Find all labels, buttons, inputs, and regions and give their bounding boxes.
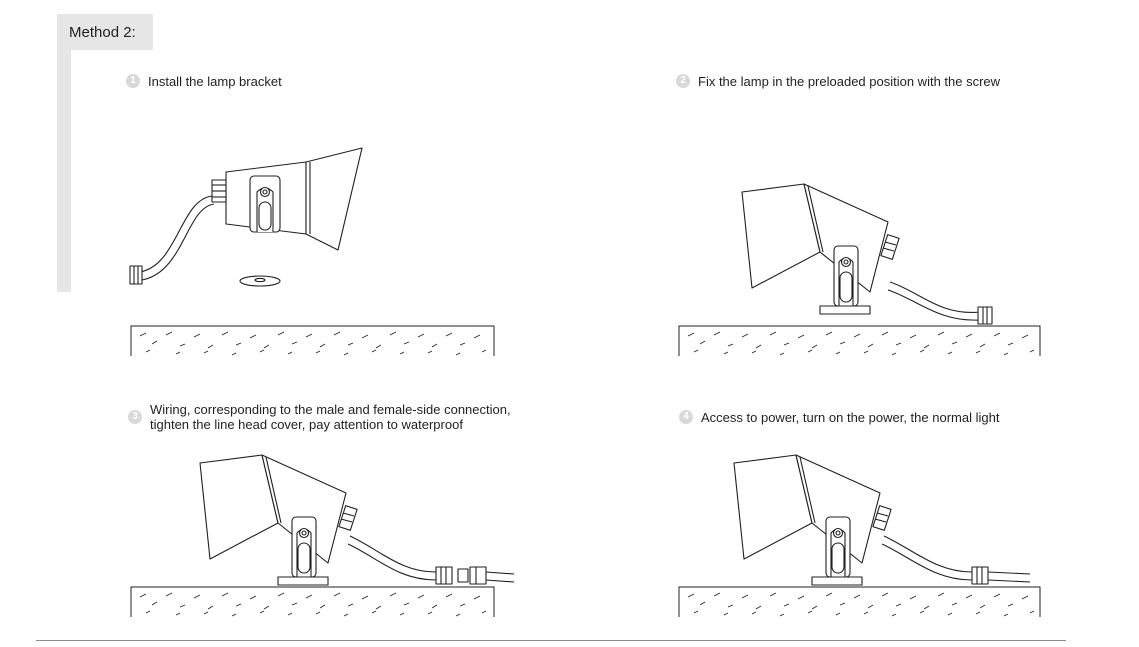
- step-3-number: 3: [128, 410, 142, 424]
- method-title-box: Method 2:: [57, 14, 153, 50]
- ground-2: [678, 325, 1041, 356]
- step-2-text: Fix the lamp in the preloaded position w…: [698, 74, 1001, 89]
- ground-3: [130, 586, 495, 617]
- step-4-illustration: [733, 454, 1031, 586]
- method-side-bar: [57, 14, 71, 292]
- step-1-illustration: [129, 147, 363, 287]
- step-3-text-line-2: tighten the line head cover, pay attenti…: [150, 417, 463, 432]
- page-footer-rule: [36, 640, 1066, 641]
- step-4-text: Access to power, turn on the power, the …: [701, 410, 1000, 425]
- ground-4: [678, 586, 1041, 617]
- step-1-number: 1: [126, 74, 140, 88]
- step-2-illustration: [741, 183, 993, 325]
- method-title: Method 2:: [69, 24, 136, 41]
- step-4-number: 4: [679, 410, 693, 424]
- method-heading: Method 2:: [57, 14, 153, 292]
- step-3-illustration: [199, 454, 515, 586]
- step-2-number: 2: [676, 74, 690, 88]
- ground-1: [130, 325, 495, 356]
- step-1-text: Install the lamp bracket: [148, 74, 282, 89]
- step-3-text-line-1: Wiring, corresponding to the male and fe…: [150, 402, 511, 417]
